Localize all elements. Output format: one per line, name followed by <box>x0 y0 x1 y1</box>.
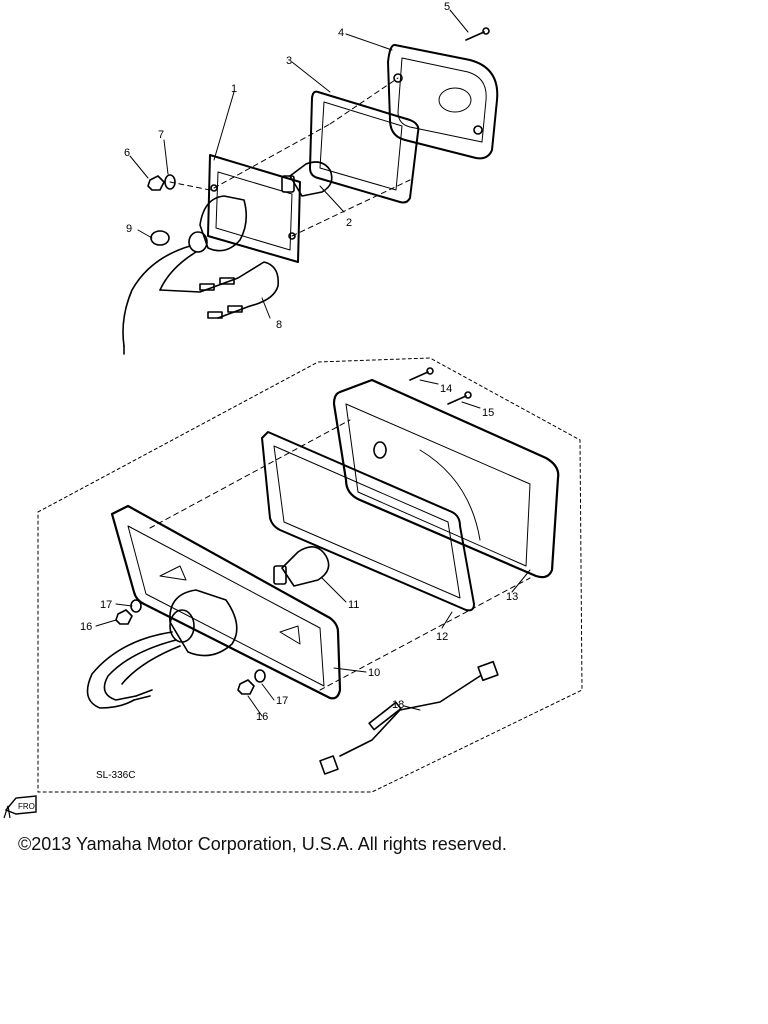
copyright-notice: ©2013 Yamaha Motor Corporation, U.S.A. A… <box>18 834 507 854</box>
front-marker-label: FRO <box>18 802 35 811</box>
dashed-boundary <box>37 357 583 793</box>
bulb-lower <box>273 546 330 587</box>
callout-12: 12 <box>436 631 448 643</box>
nut-washer-upper <box>147 174 176 191</box>
callout-3: 3 <box>286 55 292 67</box>
callout-10: 10 <box>368 667 380 679</box>
callout-15: 15 <box>482 407 494 419</box>
wiring-upper <box>122 230 280 355</box>
leader-lines-upper <box>129 9 469 319</box>
callout-16b: 16 <box>256 711 268 723</box>
callout-16a: 16 <box>80 621 92 633</box>
parts-diagram: 1 2 3 4 5 6 7 8 9 10 11 12 13 14 15 16 1… <box>3 1 583 819</box>
lamp-base-lower <box>110 504 342 700</box>
callout-18: 18 <box>392 699 404 711</box>
lens-housing-lower <box>332 378 560 579</box>
callout-5: 5 <box>444 1 450 13</box>
wire-harness-lower <box>319 660 499 775</box>
bulb-upper <box>281 161 333 197</box>
wiring-lower <box>86 631 181 709</box>
screws-lower <box>409 367 472 405</box>
callout-1: 1 <box>231 83 237 95</box>
callout-11: 11 <box>348 599 359 611</box>
screw-upper <box>465 27 490 41</box>
front-arrow-icon: FRO <box>3 795 37 819</box>
gasket-upper <box>309 90 420 204</box>
guide-lines-lower <box>149 419 531 691</box>
callout-4: 4 <box>338 27 344 39</box>
callout-2: 2 <box>346 217 352 229</box>
callout-6: 6 <box>124 147 130 159</box>
leader-lines-lower <box>95 379 531 717</box>
callout-13: 13 <box>506 591 518 603</box>
callout-17b: 17 <box>276 695 288 707</box>
callout-9: 9 <box>126 223 132 235</box>
gasket-lower <box>261 431 475 612</box>
callout-17a: 17 <box>100 599 112 611</box>
guide-lines-upper <box>169 77 411 237</box>
callout-7: 7 <box>158 129 164 141</box>
diagram-code: SL-336C <box>96 770 135 781</box>
callout-14: 14 <box>440 383 452 395</box>
lamp-base-upper <box>188 154 301 263</box>
callout-8: 8 <box>276 319 282 331</box>
lens-housing-upper <box>387 43 499 160</box>
